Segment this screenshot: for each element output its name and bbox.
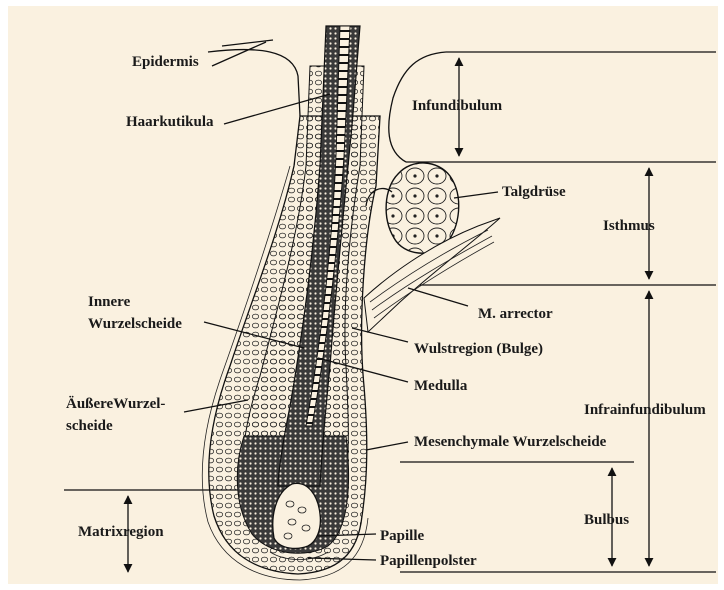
label-aeussere-line2: scheide [66, 418, 113, 434]
diagram-canvas: Epidermis Haarkutikula Infundibulum Talg… [8, 6, 718, 584]
label-papille: Papille [380, 528, 425, 544]
label-matrixregion: Matrixregion [78, 524, 164, 540]
label-talgdruese: Talgdrüse [502, 184, 566, 200]
label-m-arrector: M. arrector [478, 306, 553, 322]
label-infrainfundibulum: Infrainfundibulum [584, 402, 706, 418]
label-innere-line1: Innere [88, 294, 131, 310]
label-haarkutikula: Haarkutikula [126, 114, 214, 130]
label-papillenpolster: Papillenpolster [380, 553, 477, 569]
label-infundibulum: Infundibulum [412, 98, 503, 114]
label-bulbus: Bulbus [584, 512, 629, 528]
label-medulla: Medulla [414, 378, 468, 394]
label-innere-line2: Wurzelscheide [88, 316, 182, 332]
label-aeussere-line1: ÄußereWurzel- [66, 396, 165, 412]
label-isthmus: Isthmus [603, 218, 655, 234]
label-epidermis: Epidermis [132, 54, 199, 70]
label-wulstregion: Wulstregion (Bulge) [414, 341, 543, 357]
hair-follicle-diagram: Epidermis Haarkutikula Infundibulum Talg… [8, 6, 718, 584]
label-mesenchymale: Mesenchymale Wurzelscheide [414, 434, 607, 450]
